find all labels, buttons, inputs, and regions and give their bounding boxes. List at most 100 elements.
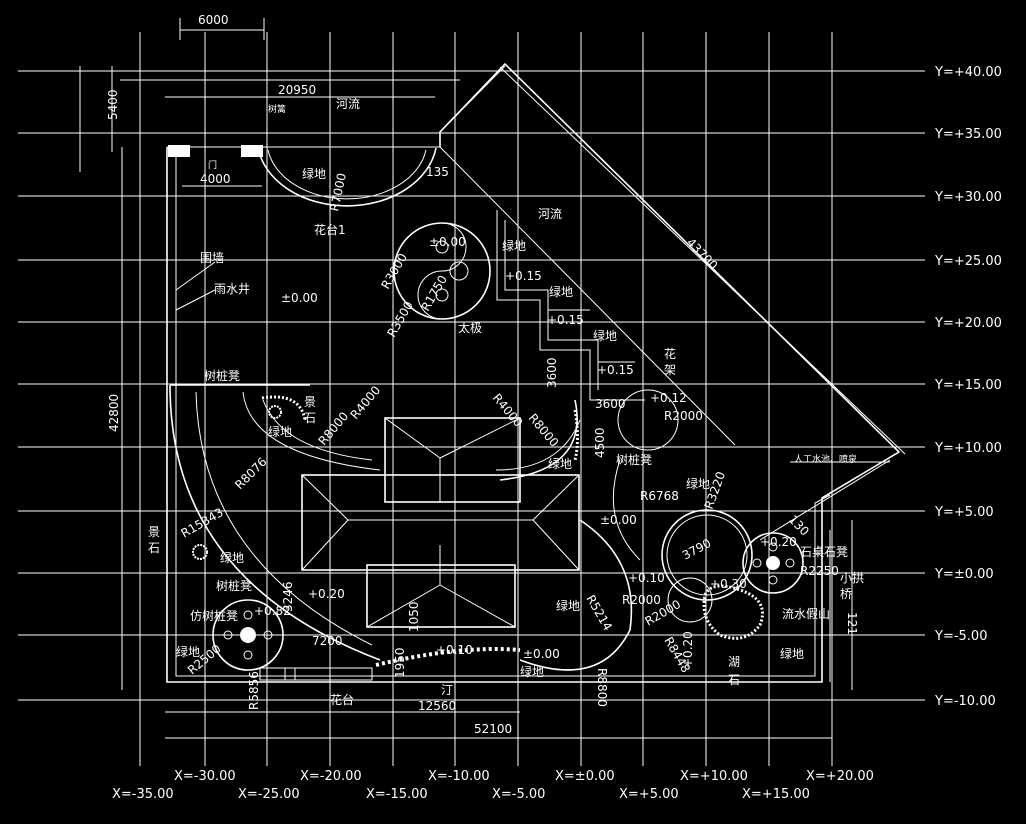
radius-text: R5856 [247,671,261,710]
label-hedge: 树篱 [268,103,286,115]
x-label: X=+10.00 [680,769,748,784]
label-lake-stone: 湖 [728,654,740,669]
radius-text: R4000 [348,383,384,422]
elevation-text: +0.82 [254,604,291,618]
elevation-text: +0.12 [650,391,687,405]
y-label: Y=±0.00 [934,567,994,582]
y-label: Y=+35.00 [934,127,1002,142]
elevation-marks: ±0.00 ±0.00 +0.15 +0.15 +0.15 +0.12 ±0.0… [254,235,797,668]
dim-text: 20950 [278,83,316,97]
dim-text: 3790 [680,536,714,563]
stone-icons [192,405,282,560]
dim-text: 1950 [393,647,407,678]
x-label: X=+15.00 [742,787,810,802]
radius-text: R8800 [595,668,609,707]
y-label: Y=+30.00 [934,190,1002,205]
label-bridge: 桥 [840,587,852,601]
elevation-text: ±0.00 [429,235,466,249]
label-lawn: 绿地 [549,284,573,299]
dimension-lines [79,18,853,739]
dim-text: 3600 [595,397,626,411]
y-label: Y=+5.00 [934,505,994,520]
label-flower-bed: 花台 [330,692,354,707]
y-axis-labels: Y=+40.00 Y=+35.00 Y=+30.00 Y=+25.00 Y=+2… [934,65,1002,709]
x-label: X=-25.00 [238,787,300,802]
elevation-text: ±0.00 [281,291,318,305]
site-boundary [120,62,906,683]
label-trellis: 架 [664,363,676,377]
label-lake-stone: 石 [728,673,740,687]
elevation-text: +0.15 [597,363,634,377]
label-lawn: 绿地 [593,328,617,343]
label-lawn: 绿地 [520,664,544,679]
dim-text: 42800 [107,394,121,432]
label-trellis: 花 [664,346,676,361]
x-label: X=+5.00 [619,787,679,802]
x-label: X=±0.00 [555,769,615,784]
radius-text: R3500 [384,299,416,340]
dim-text: 12560 [418,699,456,713]
radius-text: R8076 [232,455,269,492]
x-label: X=-15.00 [366,787,428,802]
dim-text: 5400 [106,89,120,120]
elevation-text: +0.20 [760,535,797,549]
dim-text: 6000 [198,13,229,27]
grid-lines [18,32,925,766]
label-river: 河流 [538,207,562,221]
label-scene-stone: 石 [304,411,316,425]
radius-text: R2250 [800,564,839,578]
dim-text: 3600 [545,357,559,388]
rockery [702,584,764,640]
label-flower-bed: 花台1 [314,222,346,237]
dim-text: 1050 [407,601,421,632]
x-axis-labels: X=-30.00 X=-20.00 X=-10.00 X=±0.00 X=+10… [112,769,874,802]
label-lawn: 绿地 [220,550,244,565]
label-stump-bench: 树桩凳 [204,368,240,383]
label-drain: 雨水井 [214,282,250,296]
y-label: Y=+10.00 [934,441,1002,456]
label-gate: 门 [208,159,217,171]
outer-path-arc [169,384,381,661]
gate-post [241,145,263,157]
elevation-text: +0.15 [547,313,584,327]
radius-text: R5214 [583,593,615,634]
label-pool: 人工水池、喷泉 [794,453,857,465]
dim-text: 7200 [312,634,343,648]
flower-bed-1-arc [257,147,437,207]
label-scene-stone: 景 [148,525,160,539]
label-fake-stump: 仿树桩凳 [190,608,238,623]
radius-text: R2000 [664,409,703,423]
stone-table-circle [742,532,804,594]
label-lawn: 绿地 [686,476,710,491]
elevation-text: +0.20 [308,587,345,601]
radius-text: R2000 [622,593,661,607]
x-label: X=+20.00 [806,769,874,784]
label-lawn: 绿地 [502,238,526,253]
fake-stump-circle [212,599,284,671]
gate-post [168,145,190,157]
label-lawn: 绿地 [302,166,326,181]
radius-text: R8000 [526,411,562,450]
label-wall: 围墙 [200,251,224,265]
label-scene-stone: 石 [148,541,160,555]
elevation-text: +0.20 [681,631,695,668]
feature-labels: 河流 河流 绿地 花台1 绿地 绿地 绿地 围墙 雨水井 太极 花 架 树桩凳 … [148,97,864,707]
landscape-features [169,147,891,681]
label-lawn: 绿地 [176,644,200,659]
y-label: Y=+20.00 [934,316,1002,331]
y-label: Y=-5.00 [934,629,987,644]
x-label: X=-35.00 [112,787,174,802]
dim-text: 52100 [474,722,512,736]
y-label: Y=-10.00 [934,694,996,709]
elevation-text: ±0.00 [523,647,560,661]
x-label: X=-5.00 [492,787,545,802]
label-lawn: 绿地 [548,456,572,471]
dim-text: 4500 [593,427,607,458]
radius-text: R3000 [378,251,410,292]
elevation-text: +0.10 [436,643,473,657]
label-rockery: 流水假山 [782,607,830,621]
elevation-text: ±0.00 [600,513,637,527]
label-stump-bench: 树桩凳 [216,578,252,593]
dim-text: 4000 [200,172,231,186]
